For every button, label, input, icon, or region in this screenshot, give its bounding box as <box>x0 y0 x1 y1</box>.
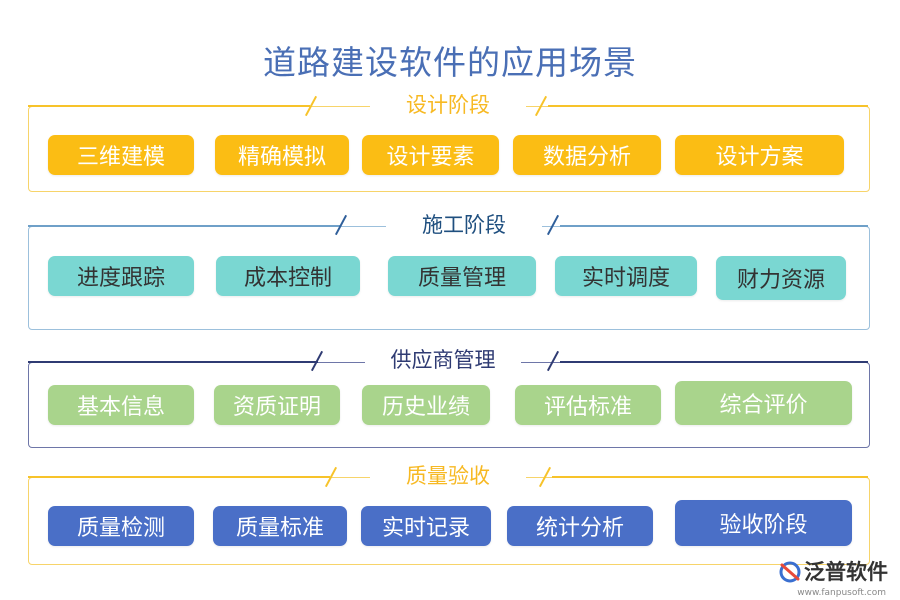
chip-item: 评估标准 <box>515 385 661 425</box>
section-heading: 质量验收 <box>370 460 526 490</box>
chip-item: 进度跟踪 <box>48 256 194 296</box>
chip-item: 质量检测 <box>48 506 194 546</box>
heading-line-left <box>28 361 318 363</box>
chip-item: 质量管理 <box>388 256 536 296</box>
heading-line-left <box>28 105 310 107</box>
chip-item: 数据分析 <box>513 135 661 175</box>
chip-item: 设计要素 <box>362 135 499 175</box>
fanpu-logo-icon <box>779 561 801 583</box>
brand-logo: 泛普软件 <box>778 556 888 586</box>
heading-line-right <box>548 105 868 107</box>
section-heading: 设计阶段 <box>370 89 526 119</box>
chip-item: 实时记录 <box>361 506 491 546</box>
heading-line-right <box>560 361 868 363</box>
logo-name: 泛普软件 <box>804 560 888 584</box>
chip-item: 设计方案 <box>675 135 844 175</box>
chip-item: 成本控制 <box>216 256 360 296</box>
section-heading: 供应商管理 <box>365 344 521 374</box>
chip-item: 三维建模 <box>48 135 194 175</box>
chip-item: 实时调度 <box>555 256 697 296</box>
heading-line-left <box>28 476 330 478</box>
heading-line-right <box>560 225 868 227</box>
chip-item: 精确模拟 <box>215 135 349 175</box>
chip-item: 财力资源 <box>716 256 846 300</box>
chip-item: 历史业绩 <box>362 385 490 425</box>
page-title: 道路建设软件的应用场景 <box>263 43 637 82</box>
chip-item: 综合评价 <box>675 381 852 425</box>
section-heading: 施工阶段 <box>386 209 542 239</box>
heading-line-left <box>28 225 340 227</box>
chip-item: 验收阶段 <box>675 500 852 546</box>
logo-url: www.fanpusoft.com <box>797 588 886 598</box>
chip-item: 基本信息 <box>48 385 194 425</box>
heading-line-right <box>552 476 868 478</box>
chip-item: 统计分析 <box>507 506 653 546</box>
chip-item: 资质证明 <box>214 385 340 425</box>
chip-item: 质量标准 <box>213 506 347 546</box>
